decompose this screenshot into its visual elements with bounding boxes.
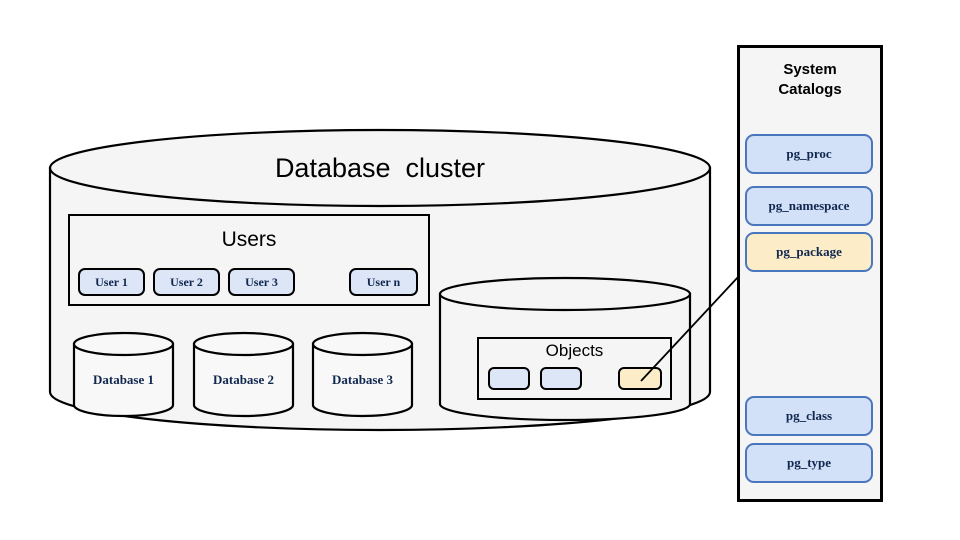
user-chip-n[interactable]: User n: [349, 268, 418, 296]
catalog-pg-class-label: pg_class: [785, 408, 833, 423]
objects-group-title: Objects: [545, 341, 604, 360]
catalog-pg-type[interactable]: pg_type: [745, 443, 873, 483]
users-group-box: [68, 214, 430, 306]
user-chip-3-label: User 3: [245, 274, 278, 289]
system-catalogs-title: System Catalogs: [778, 61, 842, 99]
objects-group-box: [477, 337, 672, 400]
users-group-title: Users: [221, 228, 277, 251]
cluster-title: Database cluster: [274, 153, 486, 183]
database-cylinder-1-label: Database 1: [92, 372, 155, 387]
database-cylinder-2-label: Database 2: [212, 372, 275, 387]
catalog-pg-proc[interactable]: pg_proc: [745, 134, 873, 174]
objects-chip-2[interactable]: [540, 367, 582, 390]
catalog-pg-namespace[interactable]: pg_namespace: [745, 186, 873, 226]
objects-chip-1[interactable]: [488, 367, 530, 390]
user-chip-1[interactable]: User 1: [78, 268, 145, 296]
user-chip-3[interactable]: User 3: [228, 268, 295, 296]
catalog-pg-package[interactable]: pg_package: [745, 232, 873, 272]
user-chip-n-label: User n: [366, 274, 401, 289]
catalog-pg-package-label: pg_package: [776, 244, 842, 259]
catalog-pg-proc-label: pg_proc: [786, 146, 832, 161]
objects-chip-yellow[interactable]: [618, 367, 662, 390]
user-chip-2[interactable]: User 2: [153, 268, 220, 296]
catalog-pg-type-label: pg_type: [786, 455, 832, 470]
user-chip-2-label: User 2: [170, 274, 203, 289]
catalog-pg-class[interactable]: pg_class: [745, 396, 873, 436]
database-cylinder-3-label: Database 3: [331, 372, 394, 387]
user-chip-1-label: User 1: [95, 274, 128, 289]
catalog-pg-namespace-label: pg_namespace: [768, 198, 850, 213]
